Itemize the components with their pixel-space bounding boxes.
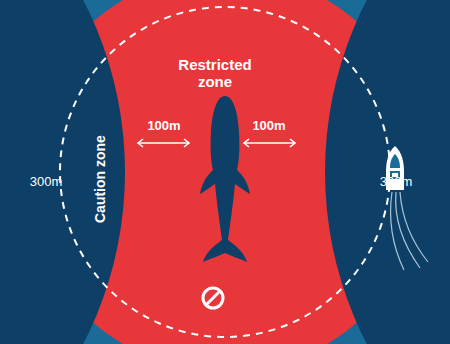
dimension-label: 300m xyxy=(372,175,420,190)
dimension-label: 100m xyxy=(248,119,290,134)
range-circle xyxy=(60,7,390,337)
whale-silhouette xyxy=(200,96,250,262)
caution-area-left xyxy=(0,0,125,344)
dimension-label: 300m xyxy=(22,175,70,190)
caution-area-right xyxy=(325,0,450,344)
dimension-label: 100m xyxy=(143,119,185,134)
boat-wake xyxy=(391,192,429,270)
no-entry-symbol xyxy=(203,288,223,308)
distance-arrow xyxy=(138,139,189,147)
zone-title: Caution zone xyxy=(92,119,108,239)
distance-arrow xyxy=(244,139,295,147)
zone-title: Restricted zone xyxy=(170,56,260,91)
